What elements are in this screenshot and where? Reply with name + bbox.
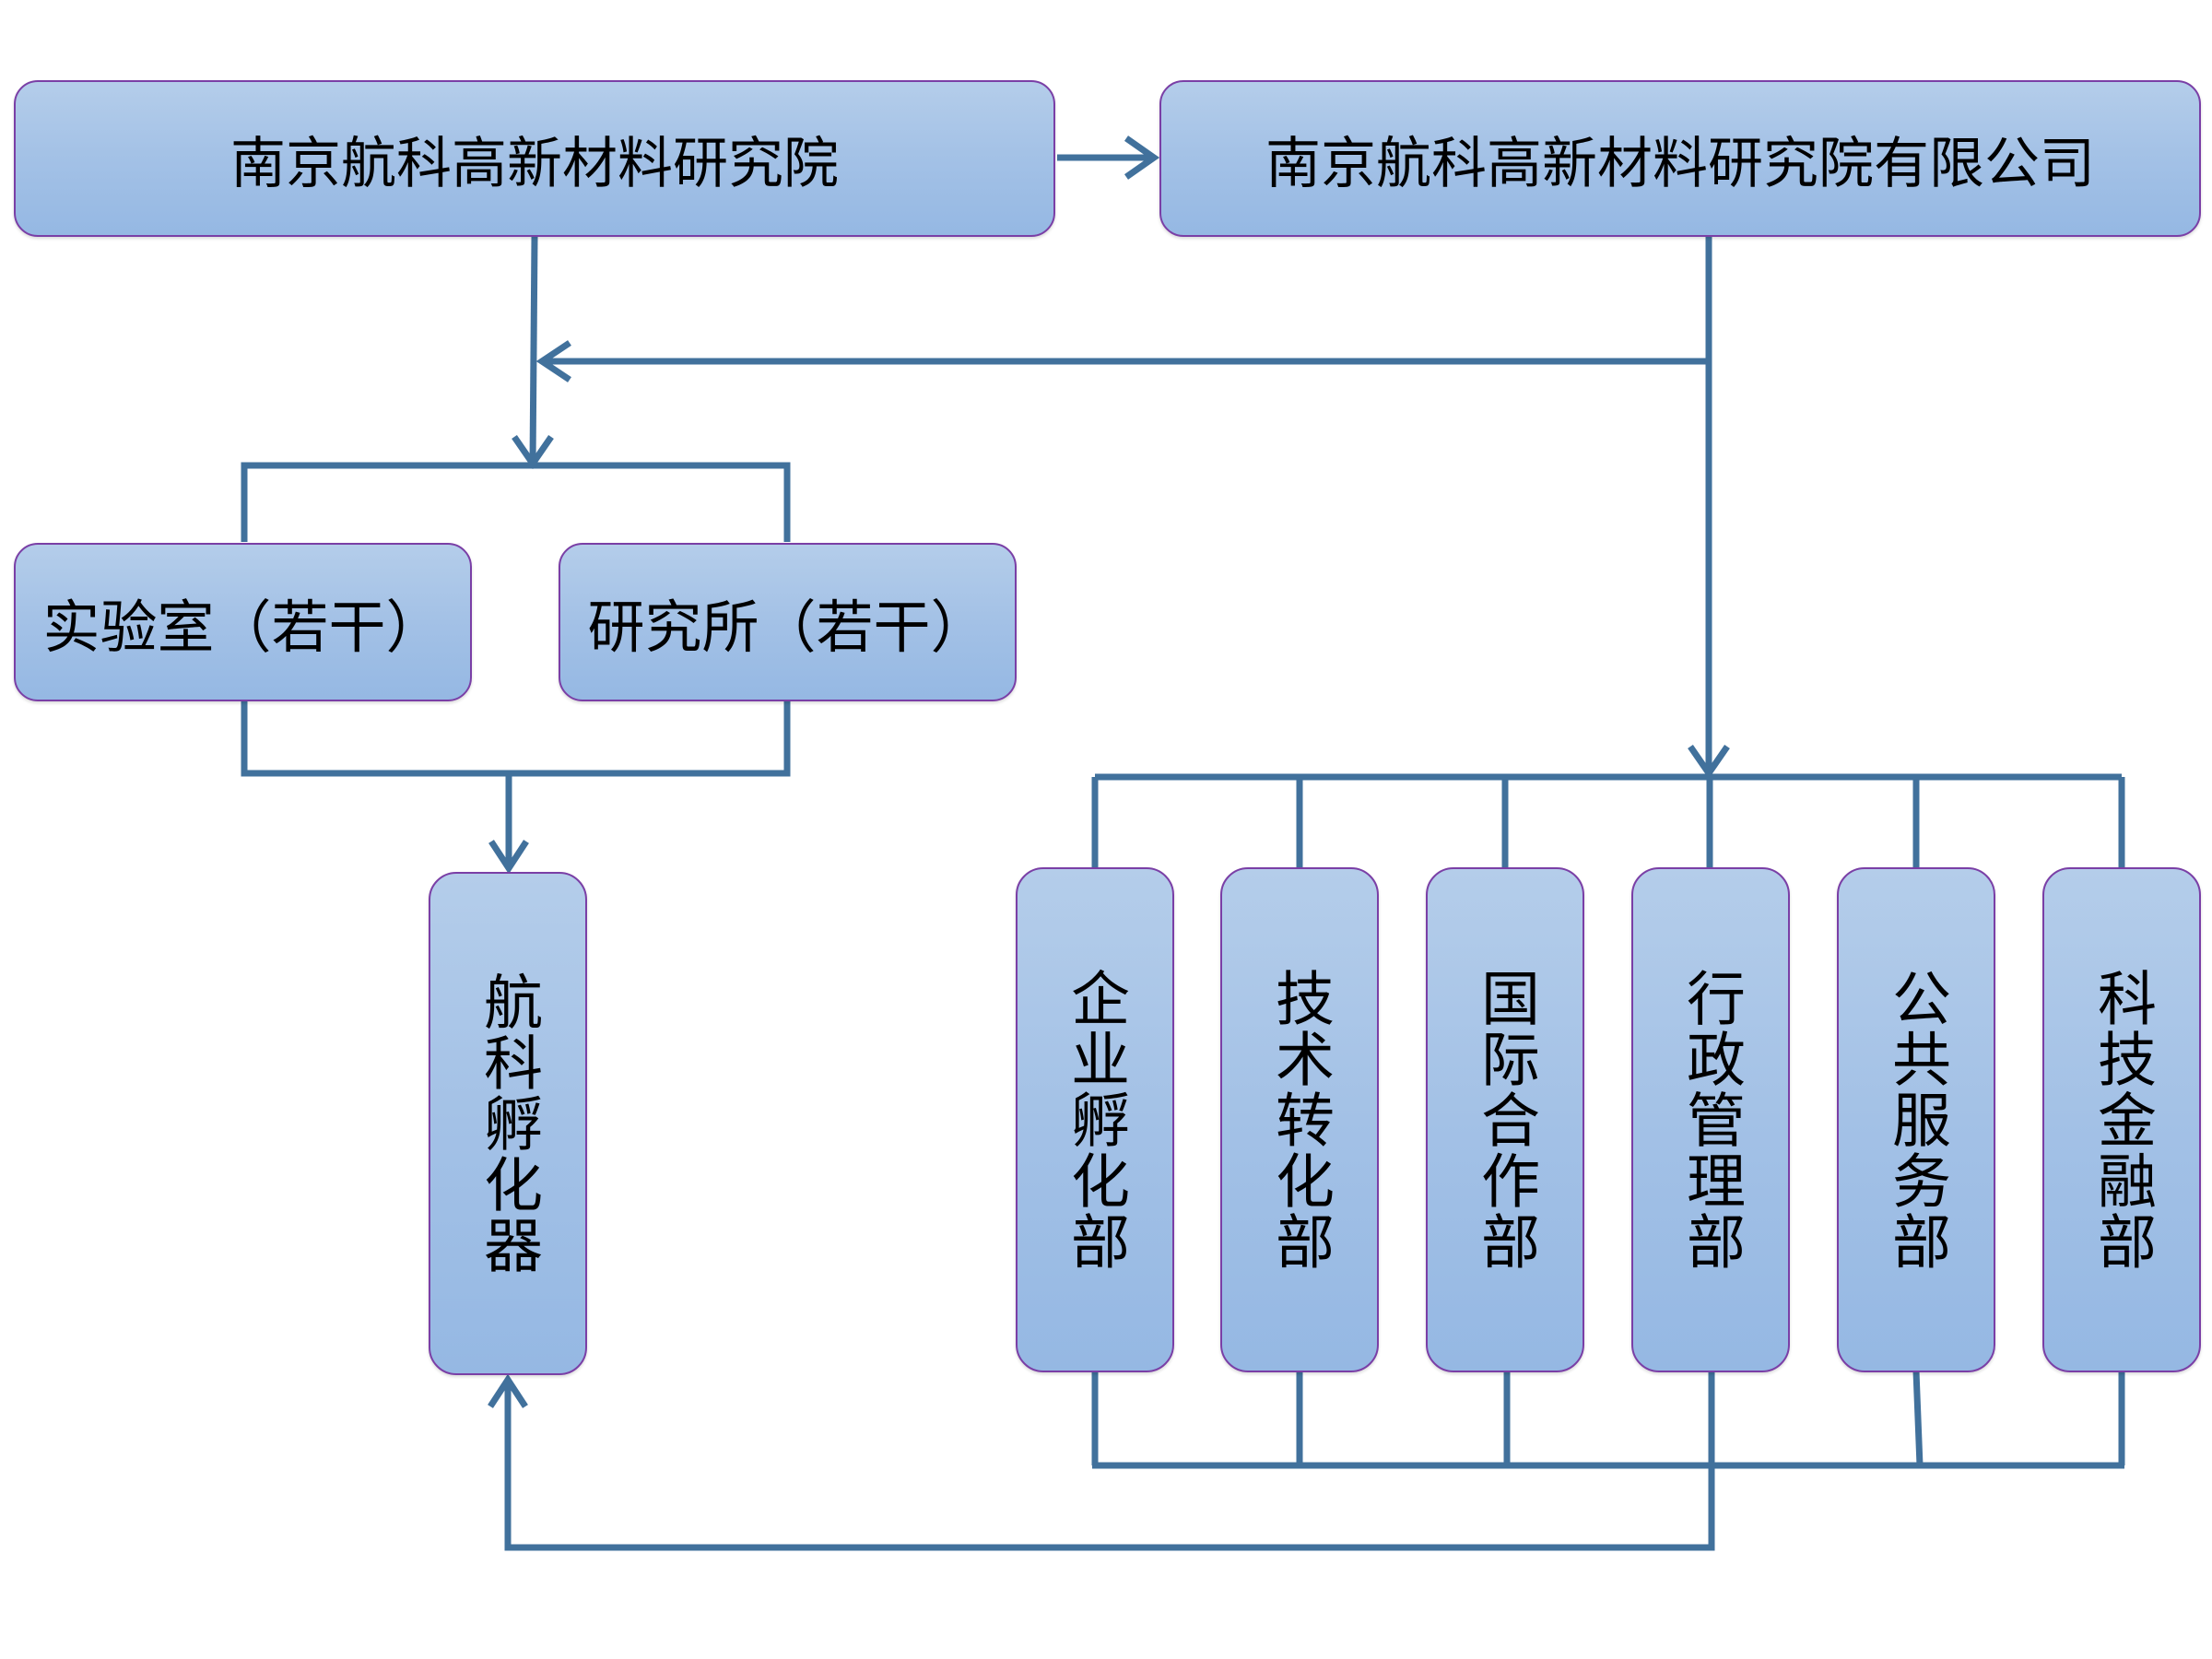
arrow-company-to-labs <box>535 340 1709 382</box>
node-label: 实验室（若干） <box>42 594 443 661</box>
node-research-company[interactable]: 南京航科高新材料研究院有限公司 <box>1159 80 2201 237</box>
arrow-institute-to-labs <box>512 236 554 470</box>
arrow-institute-to-company <box>1057 135 1160 180</box>
arrow-departments-to-incubator <box>488 1373 1715 1551</box>
arrow-company-to-departments <box>1688 237 1730 780</box>
node-label: 公共服务部 <box>1882 968 1950 1272</box>
node-incubator[interactable]: 航科孵化器 <box>429 872 587 1375</box>
node-label: 技术转化部 <box>1265 968 1334 1272</box>
bracket-top-departments <box>1091 773 2125 867</box>
node-label: 研究所（若干） <box>587 594 988 661</box>
node-department-public-services[interactable]: 公共服务部 <box>1837 867 1995 1372</box>
node-label: 南京航科高新材料研究院 <box>230 131 839 196</box>
bracket-bottom-departments <box>1091 1371 2125 1469</box>
node-department-administration[interactable]: 行政管理部 <box>1631 867 1790 1372</box>
node-label: 国际合作部 <box>1471 968 1539 1272</box>
node-laboratories[interactable]: 实验室（若干） <box>14 543 472 701</box>
node-label: 科技金融部 <box>2088 968 2156 1272</box>
node-department-international-cooperation[interactable]: 国际合作部 <box>1426 867 1584 1372</box>
node-department-technology-finance[interactable]: 科技金融部 <box>2042 867 2201 1372</box>
bracket-top-labs <box>241 462 791 542</box>
node-label: 行政管理部 <box>1677 968 1745 1272</box>
node-label: 企业孵化部 <box>1061 968 1129 1272</box>
arrow-labs-to-incubator <box>488 773 529 875</box>
node-research-institutes[interactable]: 研究所（若干） <box>559 543 1017 701</box>
node-department-technology-transfer[interactable]: 技术转化部 <box>1220 867 1379 1372</box>
node-label: 南京航科高新材料研究院有限公司 <box>1265 131 2095 196</box>
node-research-institute[interactable]: 南京航科高新材料研究院 <box>14 80 1055 237</box>
node-label: 航科孵化器 <box>474 971 542 1276</box>
node-department-enterprise-incubation[interactable]: 企业孵化部 <box>1016 867 1174 1372</box>
bracket-bottom-labs <box>241 701 791 777</box>
